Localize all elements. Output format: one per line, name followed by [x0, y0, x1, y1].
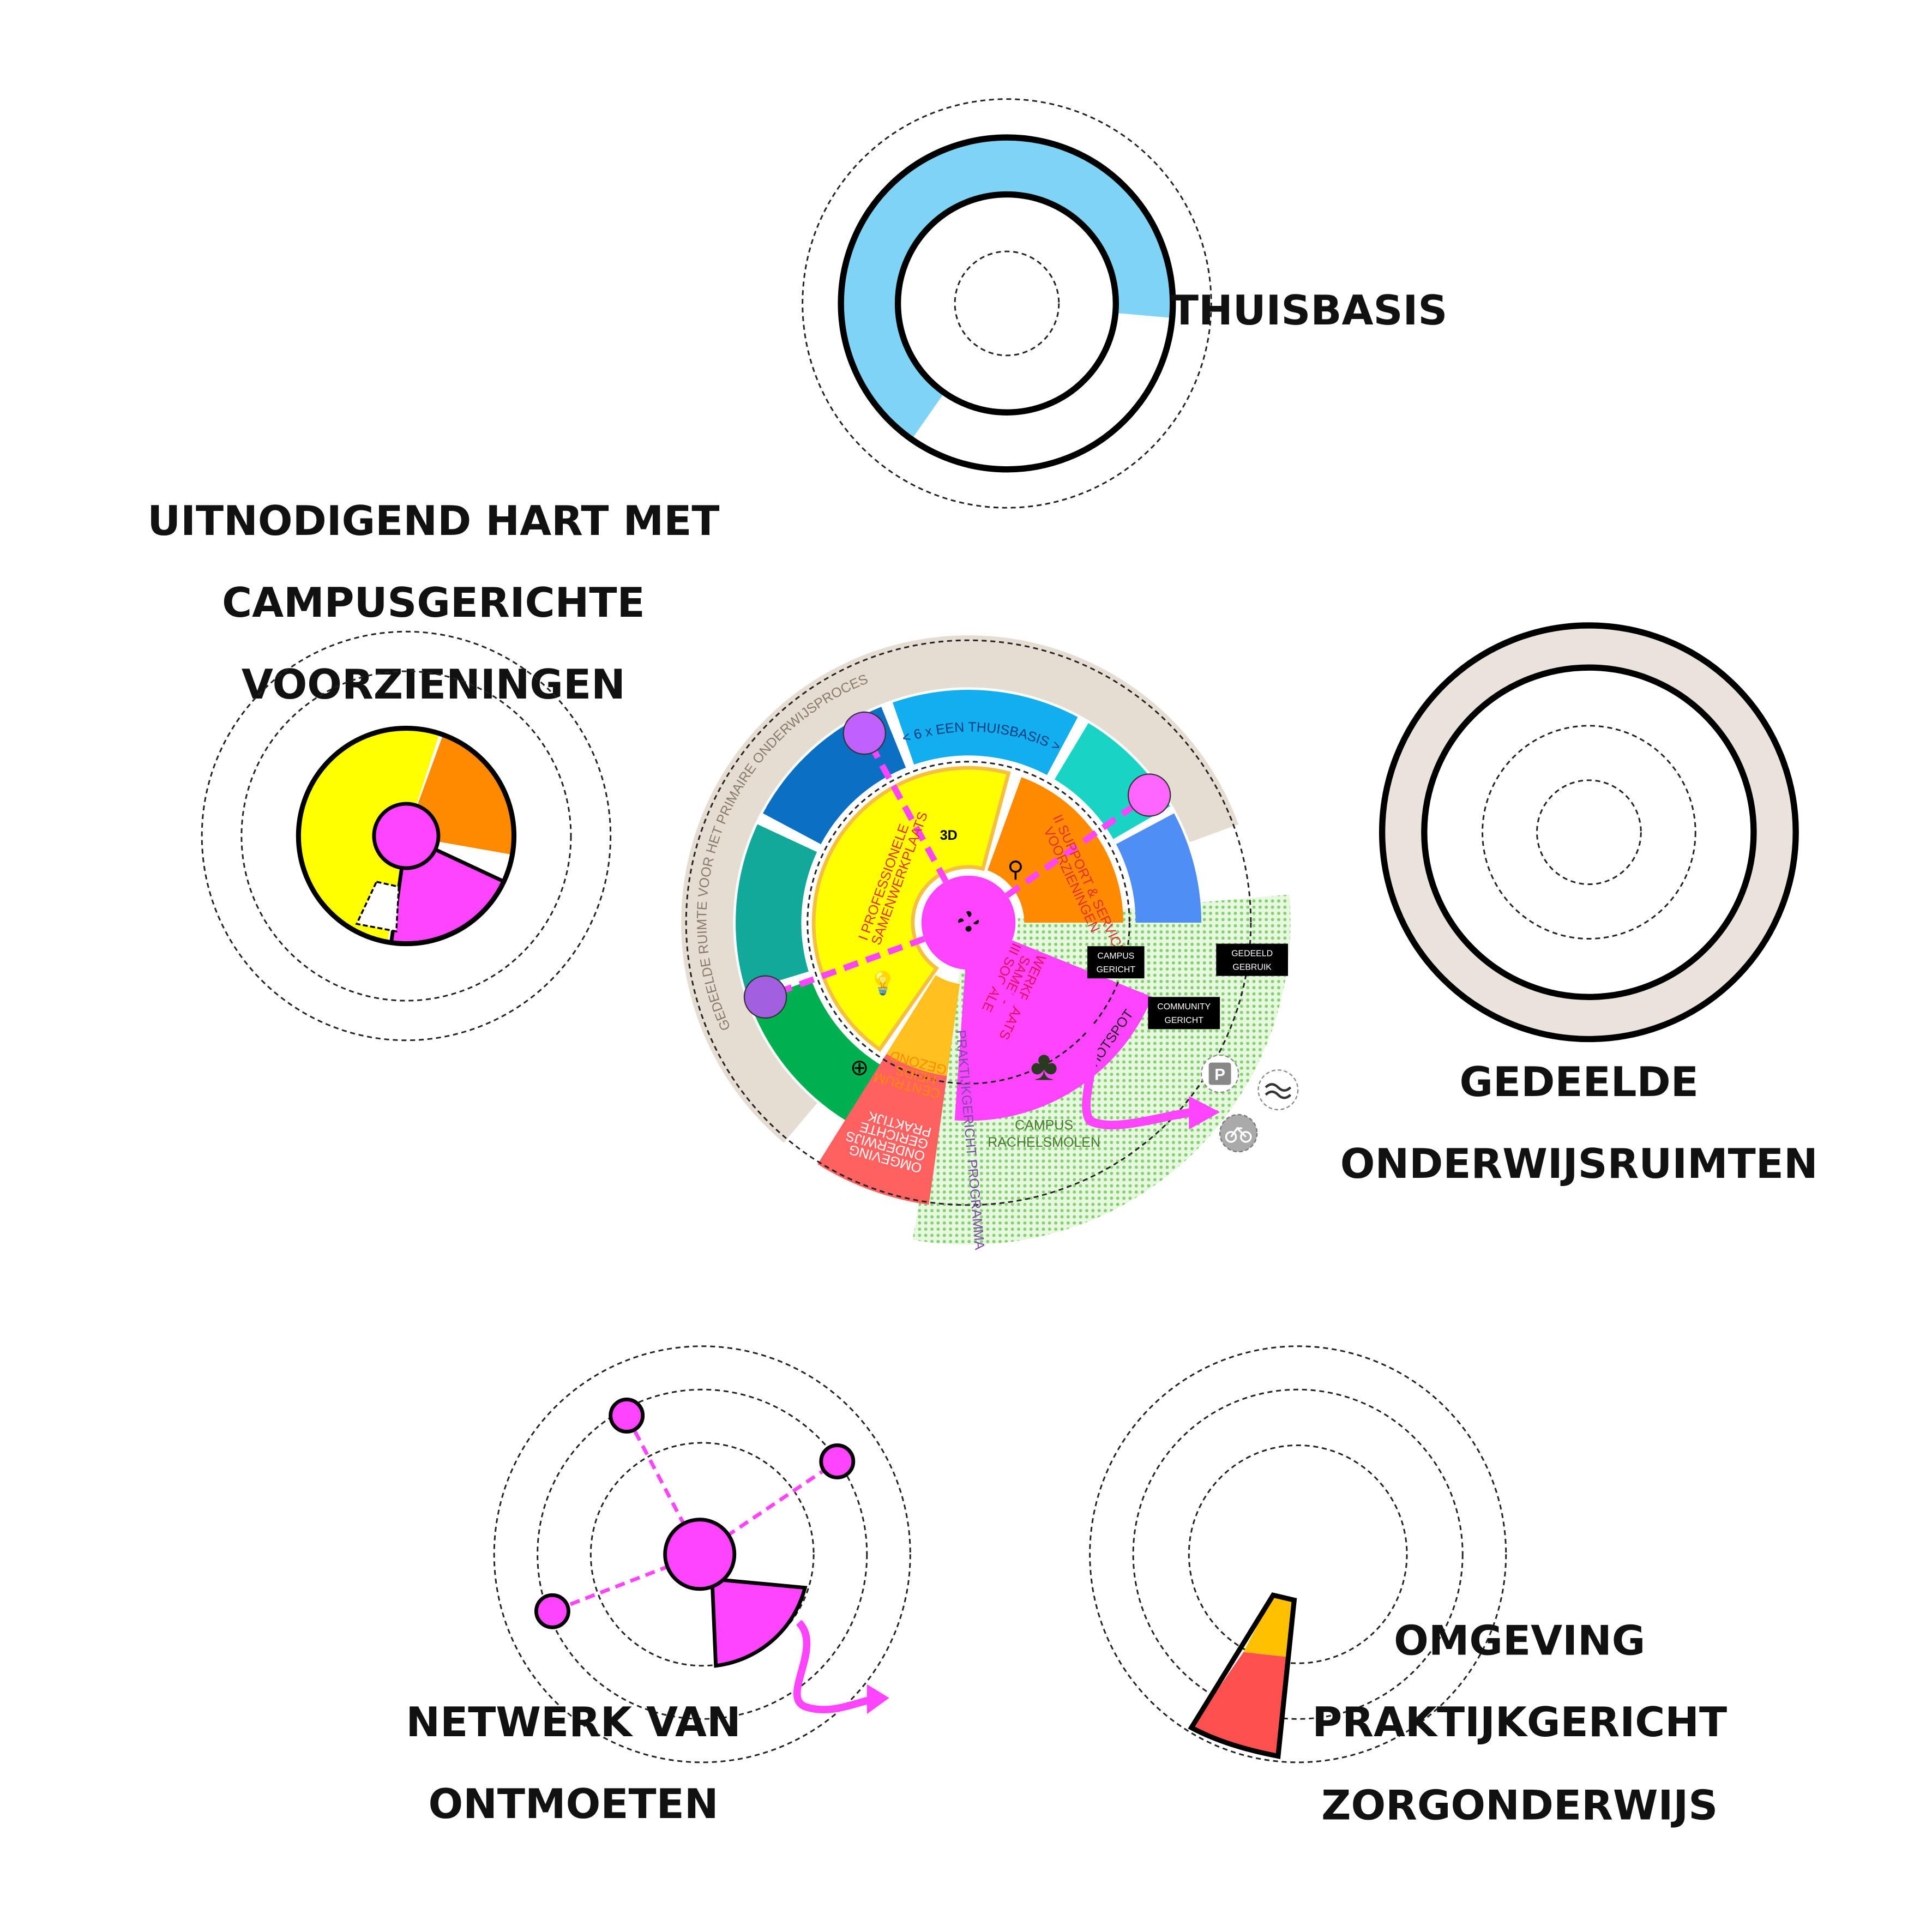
hart-dashed-wedge [355, 881, 400, 932]
bicycle-icon [1219, 1114, 1258, 1153]
tag-gedeeld-gebruik: GEDEELD GEBRUIK [1216, 943, 1288, 976]
network-node [819, 1443, 856, 1479]
omgeving-red-band [1191, 1652, 1288, 1756]
thuisbasis-segment [749, 979, 890, 1129]
campus-route-path [986, 965, 1196, 1130]
inner-circle [1421, 664, 1757, 1000]
network-node [609, 1397, 645, 1434]
label-netwerk-1: NETWERK VAN [406, 1698, 741, 1746]
inner-dashed-ring [589, 1442, 815, 1667]
label-gedeelde-2: ONDERWIJSRUIMTEN [1340, 1140, 1818, 1188]
label-omgeving-3: ZORGONDERWIJS [1321, 1781, 1718, 1829]
campus-label-2: RACHELSMOLEN [988, 1135, 1100, 1150]
inner-dashed-ring [1188, 1444, 1408, 1664]
netwerk-diagram: NETWERK VAN ONTMOETEN [406, 1345, 911, 1828]
tag-community-gericht: COMMUNITY GERICHT [1148, 997, 1220, 1030]
gezondheidscentrum-sector [886, 975, 960, 1076]
outer-dashed-ring [201, 630, 612, 1042]
meeting-node-icon [1127, 773, 1171, 817]
dashed-ring-inner [1536, 779, 1642, 886]
dashed-ring [1482, 725, 1696, 940]
label-omgeving-1: OMGEVING [1394, 1616, 1645, 1664]
route-arrow-icon [1189, 1096, 1220, 1130]
label-thuisbasis: THUISBASIS [1171, 286, 1447, 334]
thuisbasis-inner-circle [894, 191, 1119, 416]
outer-dashed-ring [802, 98, 1212, 509]
parking-letter: P [1214, 1066, 1225, 1084]
outer-dashed-ring [1089, 1345, 1507, 1764]
outer-dashed-ring [493, 1345, 911, 1764]
central-concept-diagram: ✣ GEDEELDE RUIMTE VOOR HET PRIMAIRE ONDE… [681, 635, 1299, 1251]
omgeving-diagram: OMGEVING PRAKTIJKGERICHT ZORGONDERWIJS [1089, 1345, 1727, 1829]
tag-text: GERICHT [1165, 1016, 1204, 1025]
thuisbasis-blue-arc [841, 137, 1173, 440]
parking-icon: P [1200, 1054, 1239, 1093]
tag-text: GEDEELD [1231, 949, 1273, 958]
lightbulb-icon: 💡 [869, 970, 897, 996]
campus-label-1: CAMPUS [1015, 1117, 1073, 1133]
professionele-samenwerkplaats [811, 766, 1011, 1052]
meeting-node-icon [743, 975, 787, 1019]
label-omgeving-2: PRAKTIJKGERICHT [1312, 1698, 1727, 1746]
omgeving-wedge-outline [1188, 1592, 1297, 1759]
label-hart-3: VOORZIENINGEN [242, 660, 625, 708]
sociale-samenwerkplaats [954, 923, 1152, 1121]
thuisbasis-diagram: THUISBASIS [802, 98, 1447, 509]
shared-space-ring [681, 635, 1239, 1143]
omgeving-amber-band [1243, 1595, 1295, 1657]
label-hart-2: CAMPUSGERICHTE [222, 579, 645, 627]
hart-magenta-hub [372, 802, 441, 870]
middle-dashed-ring [240, 670, 572, 1002]
middle-dashed-ring [537, 1388, 868, 1720]
network-links [551, 1415, 839, 1613]
tag-text: COMMUNITY [1157, 1002, 1211, 1012]
outer-dashed-ring [685, 639, 1252, 1206]
tree-icon: ♣ [1030, 1042, 1058, 1089]
label-netwerk-2: ONTMOETEN [429, 1780, 719, 1828]
network-node [534, 1593, 570, 1629]
tag-text: GERICHT [1097, 965, 1136, 974]
outer-circle [1379, 622, 1799, 1043]
print-3d-label: 3D [940, 828, 958, 843]
support-service-sector [987, 777, 1123, 923]
network-hub [663, 1518, 737, 1591]
inner-dashed-ring [806, 761, 1130, 1085]
thuisbasis-segment [736, 824, 817, 991]
network-path [793, 1620, 874, 1713]
beige-ring [1382, 625, 1796, 1039]
hart-yellow-sector [298, 728, 440, 942]
tag-text: CAMPUS [1097, 952, 1134, 961]
inner-dashed-ring [954, 250, 1060, 357]
hart-outline [296, 725, 517, 947]
network-wedge [710, 1576, 808, 1668]
connection-lines [764, 731, 1151, 1000]
location-pin-icon: ⚲ [1007, 857, 1024, 882]
middle-dashed-ring [1132, 1388, 1464, 1720]
thuisbasis-segment [893, 690, 1078, 775]
thuisbasis-segment [1116, 813, 1202, 923]
meeting-nodes [743, 711, 1171, 1019]
label-hart-1: UITNODIGEND HART MET [147, 497, 719, 545]
label-gedeelde-1: GEDEELDE [1460, 1058, 1699, 1106]
train-icon [1257, 1069, 1299, 1111]
hart-diagram: UITNODIGEND HART MET CAMPUSGERICHTE VOOR… [147, 497, 720, 1042]
arrow-head-icon [866, 1684, 889, 1714]
gedeelde-diagram: GEDEELDE ONDERWIJSRUIMTEN [1340, 622, 1818, 1188]
tag-campus-gericht: CAMPUS GERICHT [1087, 946, 1145, 979]
praktijk-sector [817, 1027, 952, 1205]
meeting-node-icon [842, 711, 887, 755]
health-cross-icon: ⊕ [850, 1055, 869, 1080]
thuisbasis-outer-circle [838, 134, 1176, 473]
tag-text: GEBRUIK [1232, 962, 1272, 972]
